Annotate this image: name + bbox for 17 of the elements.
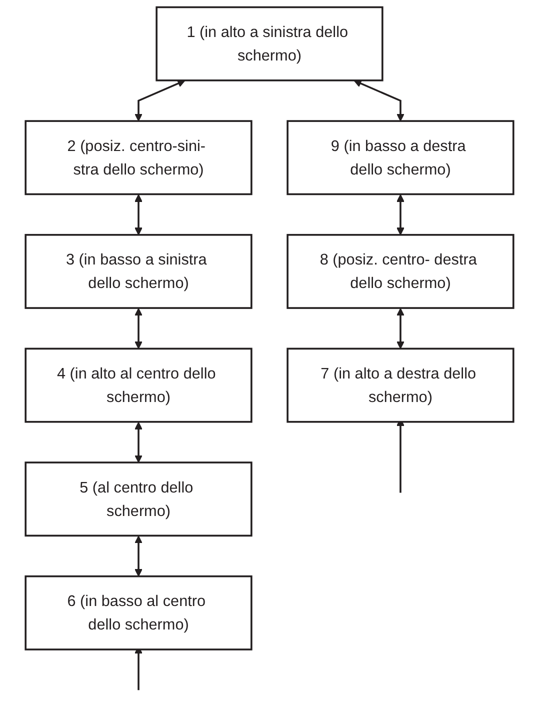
arrow — [396, 308, 404, 350]
node-box: 5 (al centro dello schermo) — [24, 462, 252, 537]
arrow — [396, 194, 404, 236]
node-box: 2 (posiz. centro-sini- stra dello schermo) — [24, 120, 252, 196]
arrow — [134, 80, 186, 122]
arrow — [134, 308, 142, 350]
node-box: 6 (in basso al centro dello schermo) — [24, 575, 252, 650]
arrow — [134, 422, 142, 463]
node-box: 9 (in basso a destra dello schermo) — [286, 120, 514, 196]
node-box: 4 (in alto al centro dello schermo) — [24, 348, 252, 423]
node-box: 3 (in basso a sinistra dello schermo) — [24, 234, 252, 309]
arrow — [354, 80, 404, 122]
arrow — [134, 194, 142, 236]
node-box: 7 (in alto a destra dello schermo) — [286, 348, 514, 423]
node-box: 1 (in alto a sinistra dello schermo) — [156, 6, 384, 82]
arrow — [134, 536, 142, 577]
node-box: 8 (posiz. centro- destra dello schermo) — [286, 234, 514, 309]
